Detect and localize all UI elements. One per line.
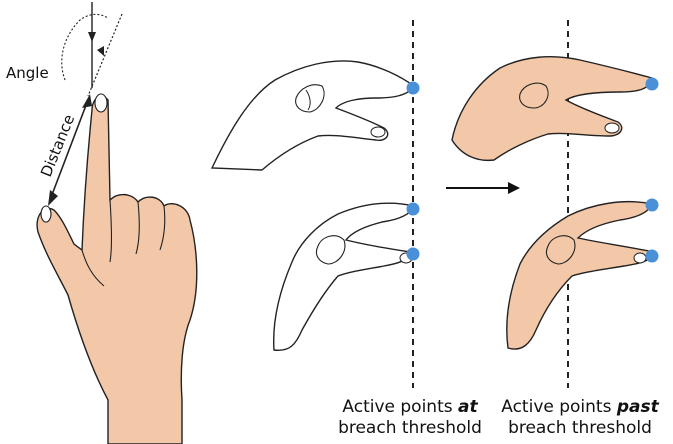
- filled-hand-lower: [507, 199, 659, 350]
- caption-past-prefix: Active points: [501, 397, 617, 417]
- distance-label: Distance: [37, 112, 78, 180]
- outline-hand-lower: [274, 203, 420, 351]
- caption-at-emph: at: [458, 397, 478, 417]
- active-point: [646, 250, 659, 263]
- caption-at-line2: breach threshold: [338, 418, 482, 438]
- right-arrow-icon: [446, 182, 520, 194]
- active-point: [407, 82, 420, 95]
- index-nail: [95, 94, 107, 112]
- filled-hand-upper: [452, 57, 659, 161]
- caption-past-line2: breach threshold: [508, 418, 652, 438]
- active-point: [407, 248, 420, 261]
- active-point: [646, 78, 659, 91]
- active-point: [646, 199, 659, 212]
- thumb-nail: [41, 206, 51, 222]
- caption-past-emph: past: [617, 397, 659, 417]
- angle-label: Angle: [6, 64, 49, 82]
- angle-indicator: [62, 2, 122, 96]
- caption-past: Active points past breach threshold: [480, 397, 673, 439]
- outline-hand-upper: [212, 61, 420, 170]
- caption-at-prefix: Active points: [342, 397, 458, 417]
- active-point: [407, 203, 420, 216]
